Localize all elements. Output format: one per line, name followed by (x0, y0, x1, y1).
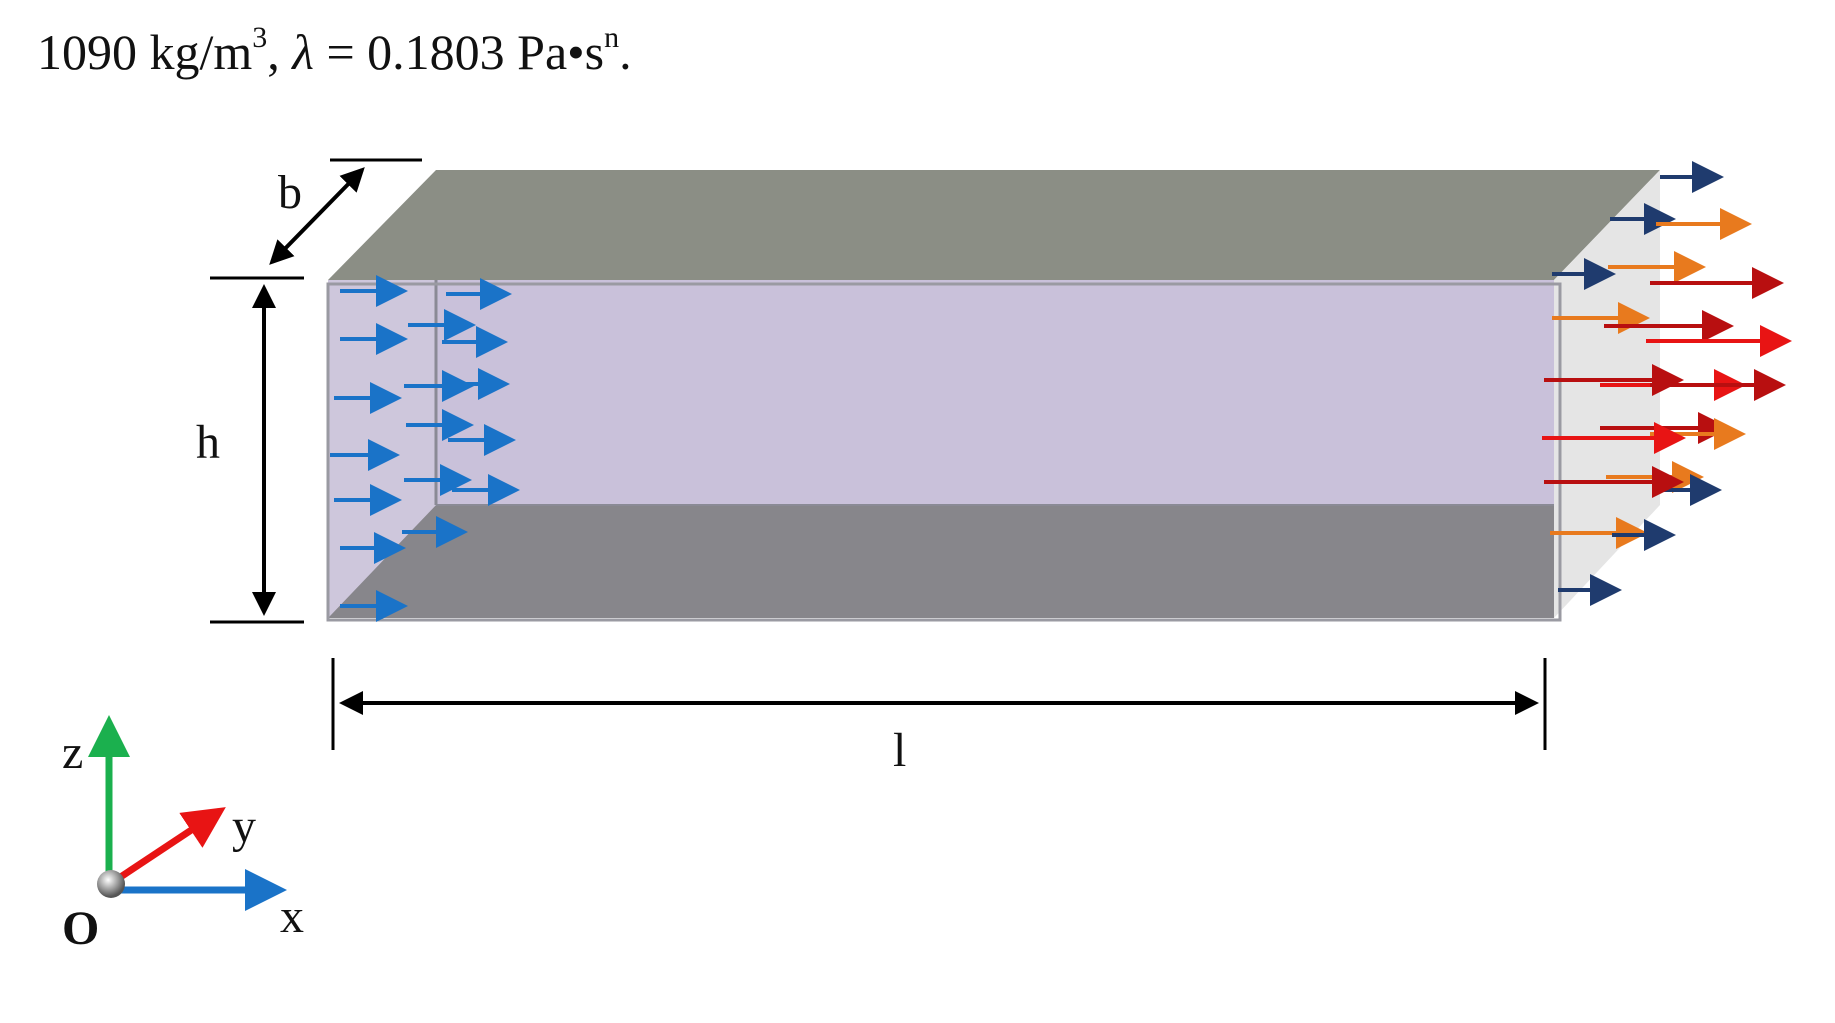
y-axis-label: y (232, 800, 256, 853)
dimension-b-arrow (269, 167, 365, 265)
origin-point (97, 870, 125, 898)
origin-label: O (62, 902, 99, 955)
dimension-b-label: b (278, 166, 302, 219)
right-outlet-face (1554, 170, 1660, 618)
y-axis-arrow (111, 807, 226, 885)
dimension-l-label: l (893, 724, 906, 777)
header-period: . (619, 24, 632, 80)
lambda-exponent: n (604, 21, 620, 54)
inlet-velocity-arrows (330, 275, 520, 622)
header-separator: , (267, 24, 293, 80)
dimension-b: b (269, 158, 422, 265)
dimension-h-label: h (196, 416, 220, 469)
z-axis-label: z (62, 726, 83, 779)
dimension-h: h (196, 276, 304, 624)
x-axis-label: x (280, 890, 304, 943)
outlet-velocity-arrows (1542, 161, 1792, 606)
lambda-value: = 0.1803 Pa•s (313, 24, 605, 80)
density-value: 1090 kg/m (37, 24, 253, 80)
coordinate-axes: z y x O (62, 715, 304, 955)
top-plate (328, 170, 1660, 280)
density-exponent: 3 (252, 21, 268, 54)
dimension-l: l (331, 658, 1547, 777)
lambda-symbol: λ (292, 24, 314, 80)
bottom-plate (328, 505, 1554, 618)
front-frame (326, 282, 1562, 622)
channel-box (326, 170, 1660, 622)
property-header: 1090 kg/m3, λ = 0.1803 Pa•sn. (37, 22, 632, 82)
